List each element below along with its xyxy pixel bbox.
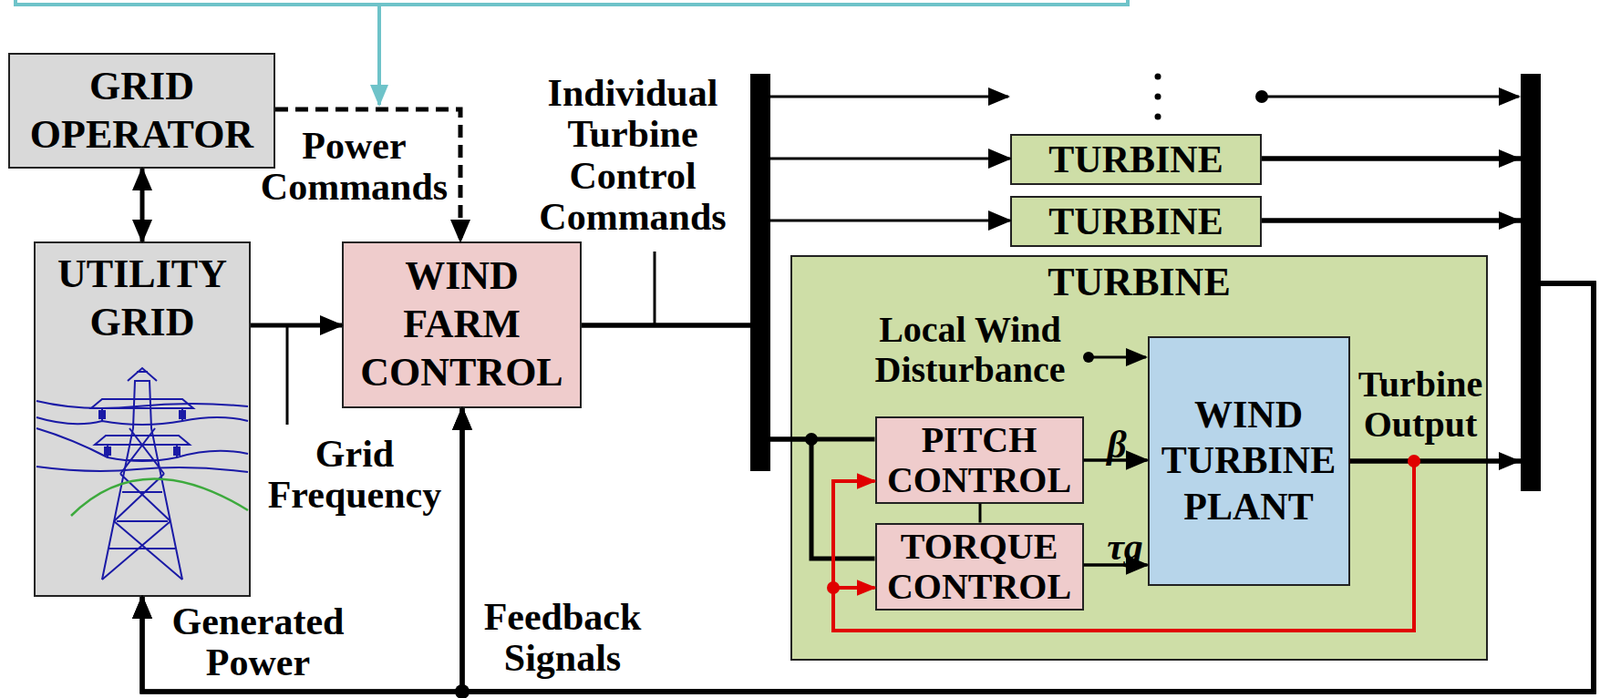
signal-label: Feedback Signals (471, 597, 654, 681)
disturbance-arrow (1088, 356, 1146, 360)
bus-arrowhead (1498, 211, 1521, 230)
signal-label: Individual Turbine Control Commands (523, 72, 743, 238)
signal-line (979, 504, 982, 524)
grid-box: UTILITY GRID (33, 241, 251, 598)
junction-dot (805, 433, 818, 446)
bus-arrow (770, 95, 1009, 99)
turbine-box: TURBINE (1010, 196, 1262, 248)
controller-box: WIND FARM CONTROL (341, 241, 582, 409)
signal-label: Power Commands (251, 125, 457, 209)
node-title: WIND TURBINE PLANT (1149, 392, 1349, 530)
signal-line (142, 220, 1594, 692)
callout-frame (15, 0, 1128, 5)
leader-line (653, 251, 657, 326)
node-title: TURBINE (1048, 140, 1223, 179)
signal-line (250, 323, 342, 329)
bus-arrowhead (1498, 149, 1521, 168)
operator-box: GRID OPERATOR (8, 52, 276, 169)
bus-arrowhead (1498, 452, 1521, 471)
bus-arrow (1261, 95, 1519, 99)
junction-dot (454, 684, 470, 698)
ellipsis-dot (1155, 73, 1162, 81)
controller-box: PITCH CONTROL (875, 416, 1084, 505)
node-title: UTILITY GRID (35, 250, 249, 348)
callout-arrow (377, 4, 382, 105)
controller-box: TORQUE CONTROL (875, 523, 1084, 611)
leader-line (286, 325, 290, 425)
signal-name: β (1094, 424, 1140, 466)
ellipsis-dot (1155, 93, 1162, 101)
node-title: WIND FARM CONTROL (343, 252, 580, 397)
node-title: TORQUE CONTROL (877, 526, 1083, 608)
signal-name: τg (1097, 526, 1153, 568)
signal-line (142, 158, 1594, 692)
signal-line (140, 168, 145, 242)
ellipsis-dot (1155, 113, 1162, 121)
turbine-box: TURBINE (1010, 134, 1262, 186)
junction-dot (826, 581, 840, 595)
signal-label: Generated Power (154, 601, 362, 685)
node-title: PITCH CONTROL (877, 420, 1083, 501)
junction-dot (1407, 454, 1421, 468)
signal-label: Grid Frequency (253, 433, 456, 517)
node-title: TURBINE (1048, 202, 1223, 241)
plant-box: WIND TURBINE PLANT (1147, 336, 1351, 587)
node-title: TURBINE (1047, 258, 1231, 308)
signal-label: Local Wind Disturbance (864, 309, 1076, 391)
signal-line (462, 220, 1594, 692)
signal-line (462, 158, 1594, 692)
signal-label: Turbine Output (1352, 364, 1488, 445)
node-title: GRID OPERATOR (10, 62, 274, 160)
